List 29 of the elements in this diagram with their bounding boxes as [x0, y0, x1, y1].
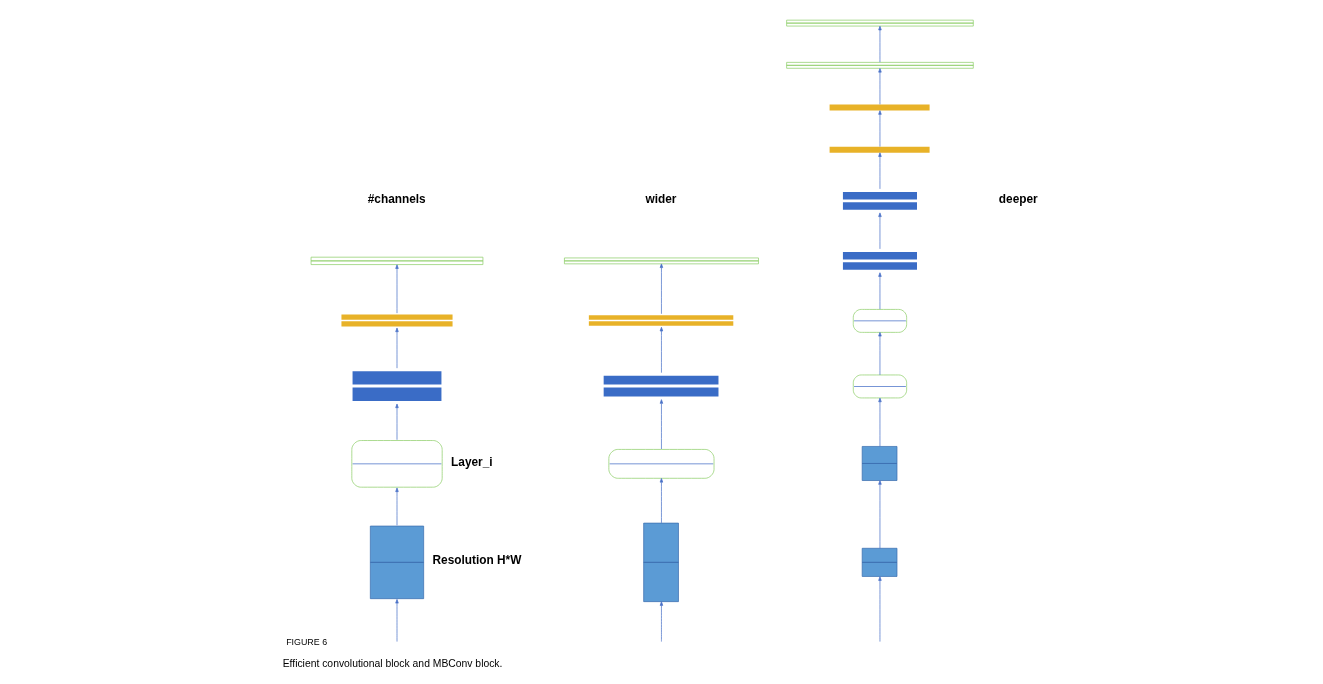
arrow: [877, 152, 882, 190]
label: deeper: [998, 191, 1038, 206]
arrow: [877, 212, 882, 250]
arrow: [877, 397, 882, 447]
arrow: [877, 272, 882, 310]
arrow: [394, 599, 399, 642]
arrow: [394, 487, 399, 526]
arrow: [877, 25, 882, 63]
label: wider: [645, 191, 676, 206]
arrow: [877, 110, 882, 147]
label: FIGURE 6: [285, 636, 327, 647]
arrow: [394, 327, 399, 369]
arrow: [394, 264, 399, 314]
arrow: [394, 403, 399, 441]
node-bar: [829, 104, 930, 111]
arrow: [877, 576, 882, 642]
arrow: [877, 68, 882, 105]
arrow: [659, 263, 663, 315]
arrow: [659, 326, 663, 374]
arrow: [877, 332, 882, 376]
arrow: [877, 480, 882, 549]
label: #channels: [367, 191, 426, 206]
arrow: [659, 601, 663, 642]
caption: Efficient convolutional block and MBConv block.: [282, 657, 502, 669]
node-bar: [829, 146, 930, 153]
node-label: Resolution H*W: [432, 553, 521, 568]
node-label: Layer_i: [450, 454, 493, 469]
arrow: [659, 399, 663, 450]
arrow: [659, 478, 663, 524]
